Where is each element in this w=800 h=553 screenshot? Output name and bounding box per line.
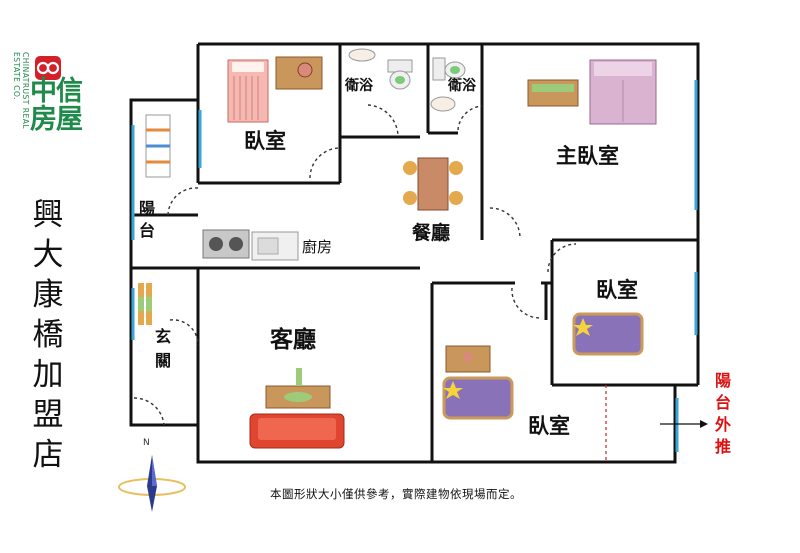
laundry-rack-icon (145, 114, 171, 178)
bed-icon-4 (442, 376, 514, 420)
disclaimer-text: 本圖形狀大小僅供參考，實際建物依現場而定。 (270, 487, 522, 501)
toilet-icon (348, 48, 413, 90)
tv-cabinet-icon (265, 368, 331, 409)
compass-north-label: N (143, 438, 150, 448)
room-label-bathroom-1: 衛浴 (345, 78, 373, 94)
balcony-extension-label: 陽台外推 (714, 371, 731, 456)
room-label-dining: 餐廳 (412, 222, 451, 244)
stove-icon (202, 229, 250, 259)
toilet-icon-2 (430, 57, 466, 112)
door-swings (133, 104, 577, 426)
logo-side-text: CHINATRUST REAL ESTATE CO. (12, 52, 30, 130)
room-label-balcony: 陽台 (138, 199, 155, 240)
sofa-icon (249, 413, 345, 449)
desk-icon-4 (445, 345, 491, 373)
bed-icon-3 (572, 312, 644, 356)
logo-name: 中信房屋 (30, 76, 83, 135)
room-label-bathroom-2: 衛浴 (448, 78, 476, 94)
extension-arrow (660, 420, 708, 428)
bed-icon (227, 59, 269, 123)
room-label-master-bedroom: 主臥室 (556, 144, 619, 168)
sink-icon (251, 231, 299, 261)
logo-icon (35, 56, 61, 80)
store-name: 興大康橋加盟店 (32, 197, 64, 473)
room-label-living-room: 客廳 (270, 327, 316, 353)
dresser-icon (527, 79, 579, 107)
room-label-kitchen: 廚房 (302, 238, 333, 256)
compass-icon (118, 455, 186, 512)
room-label-bedroom-1: 臥室 (244, 129, 286, 153)
desk-icon (275, 56, 323, 90)
room-label-entry: 玄關 (154, 327, 171, 370)
room-label-bedroom-3: 臥室 (596, 278, 638, 302)
windows (131, 80, 698, 452)
master-bed-icon (589, 59, 657, 125)
dining-table-icon (403, 157, 463, 211)
room-label-bedroom-4: 臥室 (528, 414, 570, 438)
shoe-rack-icon (138, 283, 152, 325)
